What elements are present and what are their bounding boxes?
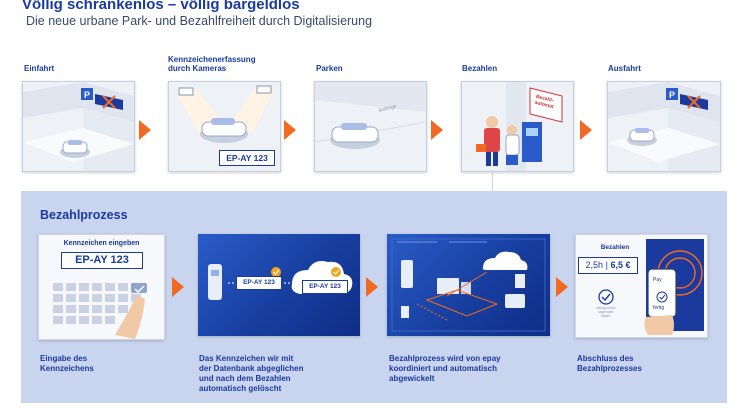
caption-line: abgewickelt bbox=[389, 374, 435, 383]
license-plate-cloud: EP-AY 123 bbox=[302, 280, 348, 294]
svg-text:P: P bbox=[669, 90, 675, 100]
step-label-parken: Parken bbox=[316, 64, 343, 73]
tile-ausfahrt: P bbox=[607, 81, 721, 172]
license-plate-input: EP-AY 123 bbox=[61, 252, 143, 269]
flow-arrow-icon bbox=[556, 277, 568, 297]
phone-pay-text: Pay bbox=[653, 277, 662, 283]
caption-abschluss: Abschluss des Bezahlprozesses bbox=[577, 354, 642, 374]
flow-arrow-icon bbox=[366, 277, 378, 297]
caption-line: koordiniert und automatisch bbox=[389, 364, 498, 373]
checkmark-icon bbox=[598, 239, 704, 335]
caption-line: automatisch gelöscht bbox=[199, 384, 282, 393]
flow-arrow-icon bbox=[284, 120, 296, 140]
flow-arrow-icon bbox=[580, 120, 592, 140]
page-subtitle: Die neue urbane Park- und Bezahlfreiheit… bbox=[26, 14, 373, 28]
parking-illustration: Aufzüge bbox=[315, 82, 426, 171]
card-epay-koordination bbox=[387, 234, 550, 336]
step-label-kennzeichenerfassung: Kennzeichenerfassung durch Kameras bbox=[168, 55, 256, 73]
card-kennzeichen-eingabe: Kennzeichen eingeben EP-AY 123 bbox=[38, 234, 165, 340]
step-label-ausfahrt: Ausfahrt bbox=[608, 64, 641, 73]
road-marking-text: Aufzüge bbox=[378, 103, 397, 114]
garage-entrance-illustration: P bbox=[23, 82, 134, 171]
caption-line: Eingabe des bbox=[40, 354, 88, 363]
payment-process-title: Bezahlprozess bbox=[40, 208, 128, 222]
card-datenbankabgleich: EP-AY 123 EP-AY 123 bbox=[198, 234, 360, 336]
svg-text:P: P bbox=[84, 90, 90, 100]
step-label-line: durch Kameras bbox=[168, 64, 227, 73]
step-label-line: Kennzeichenerfassung bbox=[168, 55, 256, 64]
caption-line: Bezahlprozess wird von epay bbox=[389, 354, 501, 363]
caption-line: Kennzeichens bbox=[40, 364, 94, 373]
tile-einfahrt: P bbox=[22, 81, 135, 172]
license-plate-left: EP-AY 123 bbox=[236, 276, 282, 290]
tile-parken: Aufzüge bbox=[314, 81, 427, 172]
caption-line: Abschluss des bbox=[577, 354, 634, 363]
caption-line: Bezahlprozesses bbox=[577, 364, 642, 373]
ok-line: Danke. bbox=[600, 314, 612, 318]
caption-epay: Bezahlprozess wird von epay koordiniert … bbox=[389, 354, 501, 384]
keyboard-illustration bbox=[53, 283, 147, 339]
phone-done-text: fertig bbox=[653, 305, 665, 311]
caption-line: und nach dem Bezahlen bbox=[199, 374, 291, 383]
payment-machine-illustration bbox=[462, 82, 573, 171]
screen-title: Bezahlen bbox=[600, 244, 630, 251]
card-abschluss: Bezahlen 2,5h | 6,5 € Betrag wurde abgeb… bbox=[575, 234, 708, 338]
flow-arrow-icon bbox=[139, 120, 151, 140]
caption-datenbank: Das Kennzeichen wir mit der Datenbank ab… bbox=[199, 354, 303, 394]
flow-arrow-icon bbox=[172, 277, 184, 297]
step-label-bezahlen: Bezahlen bbox=[462, 64, 498, 73]
epay-network-illustration bbox=[391, 238, 546, 332]
tile-kennzeichenerfassung: EP-AY 123 bbox=[168, 81, 281, 172]
separator: | bbox=[605, 260, 608, 270]
caption-eingabe: Eingabe des Kennzeichens bbox=[40, 354, 94, 374]
step-label-einfahrt: Einfahrt bbox=[24, 64, 55, 73]
price-box: 2,5h | 6,5 € bbox=[578, 257, 638, 274]
caption-line: der Datenbank abgeglichen bbox=[199, 364, 304, 373]
license-plate: EP-AY 123 bbox=[219, 150, 275, 166]
duration-text: 2,5h bbox=[585, 260, 604, 270]
payment-ok-text: Betrag wurde abgebucht. Danke. bbox=[594, 306, 618, 318]
flow-arrow-icon bbox=[431, 120, 443, 140]
garage-exit-illustration: P bbox=[608, 82, 720, 171]
page-title: Völlig schrankenlos – völlig bargeldlos bbox=[22, 0, 300, 13]
caption-line: Das Kennzeichen wir mit bbox=[199, 354, 294, 363]
screen-title: Kennzeichen eingeben bbox=[63, 240, 140, 247]
connector-line bbox=[492, 170, 493, 191]
tile-bezahlen: Bezahl- automat bbox=[461, 81, 574, 172]
ok-line: Betrag wurde bbox=[596, 306, 616, 310]
price-text: 6,5 € bbox=[610, 260, 631, 270]
ok-line: abgebucht. bbox=[598, 310, 614, 314]
